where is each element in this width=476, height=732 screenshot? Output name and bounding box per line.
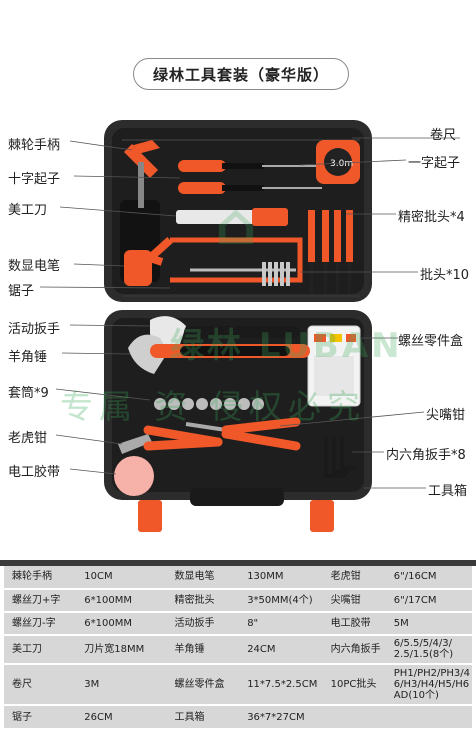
tape-reading: 3.0m [330,159,353,169]
spec-value: 36*7*27CM [239,704,323,728]
spec-key: 电工胶带 [322,610,386,635]
phillips-screwdriver [178,160,322,172]
callout-ratchet: 棘轮手柄 [8,138,61,153]
combination-pliers [118,425,223,454]
bit-row [262,262,290,286]
latch-right [310,500,334,532]
hacksaw [142,237,303,283]
spec-row: 螺丝刀+字 6*100MM 精密批头 3*50MM(4个) 尖嘴钳 6"/17C… [4,587,472,612]
callout-wrench: 活动扳手 [8,322,61,337]
callout-hex-keys: 内六角扳手*8 [386,448,466,463]
claw-hammer [128,334,310,374]
spec-value: 6*100MM [76,610,167,635]
callout-voltage-pen: 数显电笔 [8,259,61,274]
callout-hammer: 羊角锤 [8,350,48,365]
spec-value [385,704,472,728]
spec-row: 棘轮手柄 10CM 数显电笔 130MM 老虎钳 6"/16CM [4,566,472,589]
spec-key: 老虎钳 [330,571,361,583]
spec-key: 10PC批头 [322,662,386,706]
spec-value: 6"/16CM [393,571,437,583]
spec-key: 棘轮手柄 [12,571,52,583]
callout-tape: 电工胶带 [8,465,61,480]
spec-key: 螺丝刀+字 [4,587,77,612]
precision-bits [308,210,353,294]
callout-pliers: 老虎钳 [8,431,48,446]
spec-value: 26CM [76,704,167,728]
callout-saw: 锯子 [8,284,35,299]
callout-phillips: 十字起子 [8,172,61,187]
spec-table-header-band [0,560,476,566]
socket-row [154,398,264,410]
spec-value: 5M [385,610,472,635]
watermark-logo: ⌂ [215,190,257,258]
spec-key: 锯子 [4,704,77,728]
spec-key: 美工刀 [4,633,77,664]
spec-value: 6*100MM [76,587,167,612]
flat-screwdriver [178,182,322,194]
callout-precision-bits: 精密批头*4 [398,210,465,225]
callout-tape-measure: 卷尺 [430,128,457,143]
spec-row: 卷尺 3M 螺丝零件盒 11*7.5*2.5CM 10PC批头 PH1/PH2/… [4,662,472,706]
spec-key [322,704,386,728]
spec-key: 尖嘴钳 [322,587,386,612]
callout-sockets: 套筒*9 [8,386,49,401]
spec-value: 24CM [239,633,323,664]
spec-value: 6/5.5/5/4/3/ 2.5/1.5(8个) [385,633,472,664]
spec-row: 锯子 26CM 工具箱 36*7*27CM [4,704,472,728]
callout-bits: 批头*10 [420,268,470,283]
electrical-tape [114,456,154,496]
ratchet-handle [124,140,160,208]
spec-key: 卷尺 [4,662,77,706]
leader-lines-left [39,140,181,475]
latch-left [138,500,162,532]
spec-value: 3M [76,662,167,706]
page-title: 绿林工具套装（豪华版） [133,58,349,90]
watermark-brand: 绿林 LUBAN [170,326,403,366]
spec-key: 螺丝刀-字 [4,610,77,635]
spec-key: 羊角锤 [166,633,240,664]
spec-value: 刀片宽18MM [76,633,167,664]
spec-key: 螺丝零件盒 [166,662,240,706]
spec-value: 3*50MM(4个) [239,587,323,612]
leader-lines-right [279,137,460,489]
spec-value: 130MM [247,571,284,583]
spec-table: 棘轮手柄 10CM 数显电笔 130MM 老虎钳 6"/16CM 螺丝刀+字 6… [4,566,472,728]
spec-key: 数显电笔 [174,571,215,583]
callout-screw-box: 螺丝零件盒 [398,334,464,349]
spec-value: 11*7.5*2.5CM [239,662,323,706]
spec-key: 工具箱 [166,704,240,728]
toolbox-illustration: 3.0m [39,120,460,532]
spec-value: 6"/17CM [385,587,472,612]
callout-needle-pliers: 尖嘴钳 [426,408,466,423]
tape-measure: 3.0m [316,140,360,184]
spec-key: 精密批头 [166,587,240,612]
hex-keys [324,436,356,478]
callout-utility-knife: 美工刀 [8,203,48,218]
needle-nose-pliers [185,417,301,451]
screw-parts-box [307,325,361,407]
spec-value: 10CM [84,571,113,583]
spec-row: 美工刀 刀片宽18MM 羊角锤 24CM 内六角扳手 6/5.5/5/4/3/ … [4,633,472,664]
callout-toolbox: 工具箱 [428,484,468,499]
spec-row: 螺丝刀-字 6*100MM 活动扳手 8" 电工胶带 5M [4,610,472,635]
spec-value: PH1/PH2/PH3/4 6/H3/H4/H5/H6 AD(10个) [385,662,472,706]
watermark-text: 专属 资 侵权必究 [60,387,366,426]
spec-key: 内六角扳手 [322,633,386,664]
spec-value: 8" [239,610,323,635]
utility-knife [176,208,288,226]
callout-flat-screwdriver: 一字起子 [408,156,461,171]
spec-key: 活动扳手 [166,610,240,635]
